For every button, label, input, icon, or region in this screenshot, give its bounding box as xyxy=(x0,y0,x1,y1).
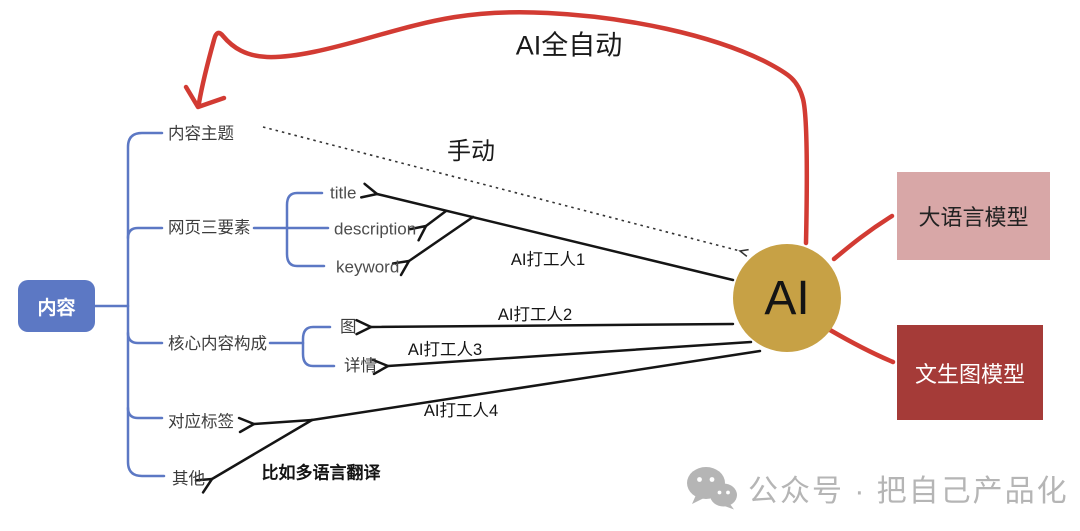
label-ai-worker-4: AI打工人4 xyxy=(423,401,499,420)
tree-stub-tags xyxy=(126,406,164,420)
tree-trunk xyxy=(126,131,166,478)
arrow-fork-to-keyword xyxy=(391,215,475,277)
arrow-fork-to-description xyxy=(408,209,448,242)
tree-lines xyxy=(93,131,336,478)
arrow-ai-to-title xyxy=(360,182,735,282)
label-ai-worker-2: AI打工人2 xyxy=(497,305,573,324)
llm-model-box: 大语言模型 xyxy=(897,172,1050,260)
node-keyword: keyword xyxy=(336,257,400,277)
freehand-red-curves xyxy=(183,9,896,365)
node-detail: 详情 xyxy=(344,356,377,375)
tree-stub-web xyxy=(126,226,164,240)
tree-stub-core xyxy=(126,331,164,345)
watermark: 公众号 · 把自己产品化 xyxy=(686,466,1069,510)
node-tags: 对应标签 xyxy=(168,412,234,431)
node-description: description xyxy=(334,219,417,239)
worker-arrows xyxy=(194,182,762,494)
label-ai-worker-1: AI打工人1 xyxy=(510,250,586,269)
manual-dotted-line xyxy=(262,126,740,251)
arrow-ai-to-image xyxy=(355,318,735,336)
text2image-model-box: 文生图模型 xyxy=(897,325,1043,420)
node-content-topic: 内容主题 xyxy=(168,124,234,143)
tree-core-bracket xyxy=(301,325,336,368)
tree-web-bracket xyxy=(285,191,326,268)
node-image: 图 xyxy=(340,317,357,336)
label-ai-full-auto: AI全自动 xyxy=(515,30,623,61)
red-link-t2i xyxy=(827,327,896,365)
ai-node: AI xyxy=(733,244,841,352)
label-example-note: 比如多语言翻译 xyxy=(261,463,381,483)
red-arrowhead xyxy=(183,84,227,110)
arrow-ai-to-junction xyxy=(310,349,762,422)
node-core-content: 核心内容构成 xyxy=(168,334,267,353)
arrow-junction-to-other xyxy=(194,418,314,494)
red-auto-curve xyxy=(196,9,810,246)
arrow-ai-to-detail xyxy=(371,340,753,376)
node-other: 其他 xyxy=(172,469,205,488)
node-web-elements: 网页三要素 xyxy=(168,218,251,237)
red-link-llm xyxy=(831,213,895,262)
arrow-junction-to-tags xyxy=(237,416,314,434)
label-manual: 手动 xyxy=(447,138,495,165)
wechat-icon xyxy=(687,467,737,510)
label-ai-worker-3: AI打工人3 xyxy=(407,340,483,359)
node-title: title xyxy=(330,183,357,203)
watermark-text: 公众号 · 把自己产品化 xyxy=(748,475,1069,508)
root-node-content: 内容 xyxy=(18,280,95,332)
